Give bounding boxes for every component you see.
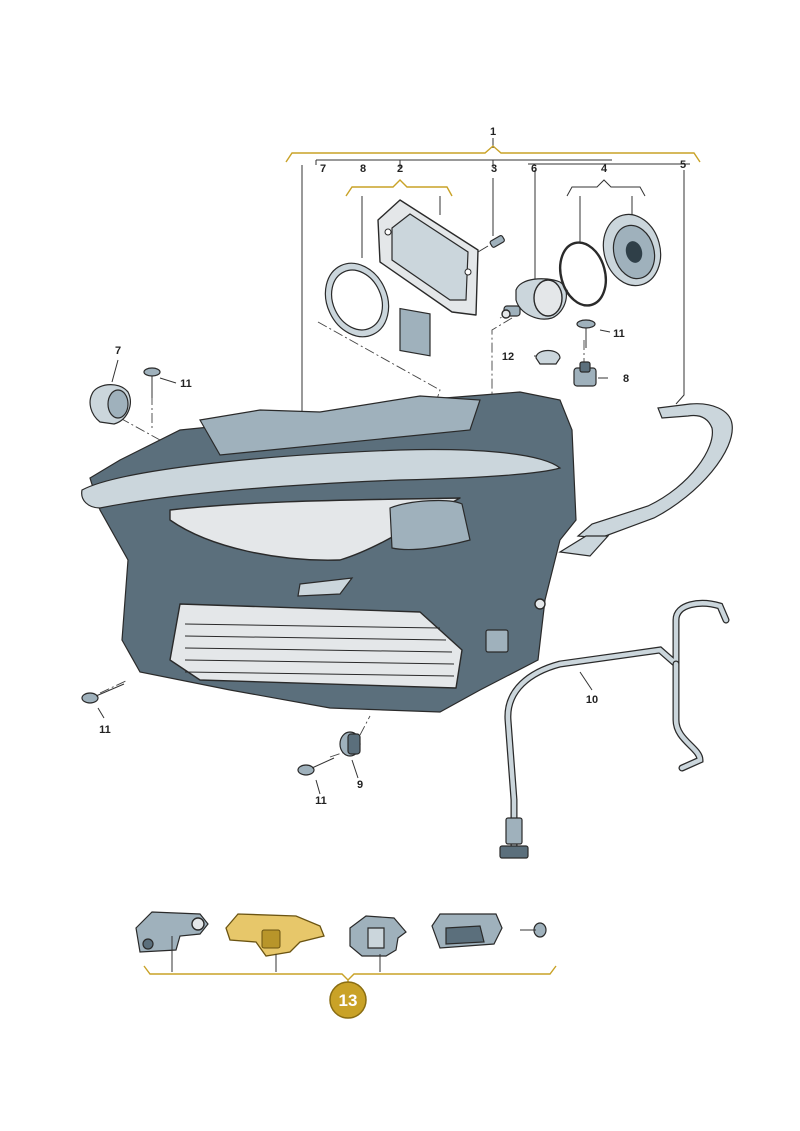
callout-12: 12 xyxy=(502,351,514,363)
bracket-a xyxy=(135,911,209,953)
callout-5: 5 xyxy=(680,159,686,171)
callout-3: 3 xyxy=(491,163,497,175)
small-screw-icon xyxy=(477,235,505,253)
badge-label: 13 xyxy=(339,991,358,1010)
callout-10: 10 xyxy=(586,694,598,706)
bracket-b-highlighted xyxy=(225,913,325,957)
callout-8: 8 xyxy=(360,163,366,175)
screw-icon xyxy=(143,367,161,398)
o-ring xyxy=(558,241,608,307)
cover-cap xyxy=(602,213,662,287)
callout-11-lower-left: 11 xyxy=(99,724,111,736)
bracket-kit xyxy=(135,911,557,984)
kit-badge-13: 13 xyxy=(329,981,367,1019)
bracket-c xyxy=(349,915,407,957)
headlight-housing xyxy=(81,391,577,713)
callout-9: 9 xyxy=(357,779,363,791)
vent-hose xyxy=(499,599,730,859)
control-unit xyxy=(377,199,479,357)
assembly-bracket-1 xyxy=(285,138,701,168)
screw-icon xyxy=(297,757,335,776)
callout-4: 4 xyxy=(601,163,608,175)
callout-6: 6 xyxy=(531,163,537,175)
callout-8-adjuster: 8 xyxy=(623,373,629,385)
callout-1: 1 xyxy=(490,126,496,138)
seal-ring xyxy=(324,262,390,338)
bulb-socket xyxy=(501,278,568,320)
callout-labels: 1 7 8 2 3 6 4 5 11 12 8 7 11 10 11 9 11 xyxy=(99,126,686,807)
callout-7: 7 xyxy=(320,163,326,175)
protective-cap xyxy=(89,384,131,425)
retaining-clip xyxy=(339,731,361,757)
callout-7-cap: 7 xyxy=(115,345,121,357)
screw-icon xyxy=(576,319,596,348)
callout-11-lower-center: 11 xyxy=(315,795,327,807)
mounting-strip xyxy=(558,403,733,557)
badge-circle xyxy=(329,981,367,1019)
screw-icon xyxy=(81,683,125,704)
callout-11: 11 xyxy=(613,328,625,340)
bracket-d xyxy=(431,913,503,949)
plug-cap xyxy=(535,349,561,365)
callout-11-left: 11 xyxy=(180,378,192,390)
adjuster-element xyxy=(573,361,597,387)
callout-2: 2 xyxy=(397,163,403,175)
small-screw-icon xyxy=(520,922,547,938)
